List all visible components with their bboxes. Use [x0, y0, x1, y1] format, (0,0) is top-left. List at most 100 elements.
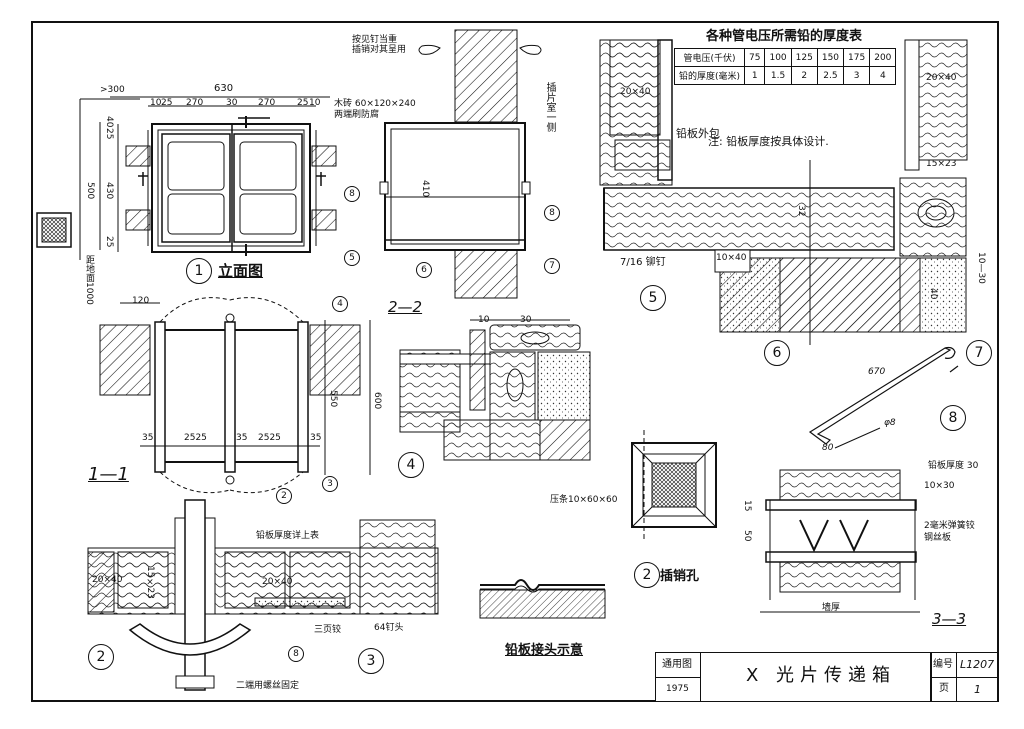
cell: 125	[790, 48, 818, 67]
dim-2525a: 2525	[184, 433, 207, 443]
callout-3-bottom: 3	[358, 648, 384, 674]
lead-joint-label: 铅板接头示意	[505, 643, 584, 658]
dim-30-top: 30	[520, 315, 532, 325]
callout-small-8a: 8	[344, 186, 360, 202]
sheet-border	[31, 21, 999, 702]
dim-50: 50	[742, 530, 752, 542]
elevation-label: 立面图	[218, 262, 264, 280]
callout-small-8c: 8	[288, 646, 304, 662]
note-wood-strip-b: 两端刷防腐	[334, 110, 380, 120]
wall-thickness: 墙厚	[822, 603, 841, 613]
detail-5-6	[599, 39, 968, 345]
section-1-1-label: 1—1	[88, 464, 129, 485]
side-section	[379, 29, 542, 299]
plug-hole-detail	[631, 430, 717, 540]
title-block: 通用图 1975 X 光片传递箱 编号 L1207 页 1	[655, 652, 998, 702]
callout-2-section: 2	[634, 562, 660, 588]
callout-small-6: 6	[416, 262, 432, 278]
title-page-label: 页	[939, 683, 949, 694]
cell: 2	[790, 66, 818, 85]
cell: 200	[869, 48, 897, 67]
dim-35b: 35	[236, 433, 248, 443]
cell: 2.5	[816, 66, 845, 85]
title-year: 1975	[666, 684, 689, 694]
dim-40-right: 40	[928, 288, 938, 300]
dim-25c: 25	[104, 236, 114, 248]
note-10x30: 10×30	[924, 481, 955, 491]
lead-joint-detail	[479, 579, 606, 619]
table-row: 管电压(千伏) 75 100 125 150 175 200	[673, 48, 897, 67]
small-box-icon	[36, 212, 72, 248]
drawing-title: X 光片传递箱	[746, 665, 897, 686]
callout-small-7: 7	[544, 258, 560, 274]
cell: 3	[843, 66, 871, 85]
section-2-2	[399, 319, 591, 461]
title-number: L1207	[960, 658, 995, 671]
callout-2-bottom: 2	[88, 644, 114, 670]
note-spring-hinge-b: 钢丝板	[924, 533, 952, 543]
dim-30: 30	[226, 98, 238, 108]
dim-270b: 270	[258, 98, 276, 108]
note-wood-strip: 木砖 60×120×240	[334, 99, 416, 109]
dim-600: 600	[372, 392, 382, 410]
callout-elevation: 1	[186, 258, 212, 284]
callout-5: 5	[640, 285, 666, 311]
dim-20x40d: 20×40	[262, 577, 293, 587]
dim-20x40c: 20×40	[92, 575, 123, 585]
dim-430: 430	[104, 182, 114, 200]
dim-2525b: 2525	[258, 433, 281, 443]
note-d10-30: 10—30	[976, 252, 986, 284]
cell: 175	[843, 48, 871, 67]
dim-25a: 25	[104, 128, 114, 140]
hinge-detail-2-3	[87, 499, 439, 691]
dim-40: 40	[104, 116, 114, 128]
callout-small-3: 3	[322, 476, 338, 492]
table-note: 注: 铅板厚度按具体设计.	[708, 135, 829, 148]
table-title: 各种管电压所需铅的厚度表	[706, 29, 863, 44]
callout-4: 4	[398, 452, 424, 478]
dim-35c: 35	[310, 433, 322, 443]
note-nail-64: 64钉头	[374, 623, 404, 633]
dim-670: 670	[868, 367, 886, 377]
dim-630: 630	[214, 83, 234, 94]
dim-410: 410	[420, 180, 430, 198]
dim-80: 80	[822, 443, 834, 453]
note-lead-thickness: 铅板厚度详上表	[256, 531, 320, 541]
callout-small-2: 2	[276, 488, 292, 504]
note-pressure-strip: 压条10×60×60	[550, 495, 618, 505]
callout-small-4: 4	[332, 296, 348, 312]
note-insert-side: 插片室一侧	[544, 82, 555, 132]
note-lead-top: 铅板厚度 30	[928, 461, 979, 471]
row1-label: 管电压(千伏)	[673, 48, 746, 67]
note-pivot-b: 插销对其呈用	[352, 45, 407, 55]
elevation-view	[79, 96, 337, 260]
cell: 75	[744, 48, 766, 67]
dim-32: 32	[796, 205, 806, 217]
floor-distance: 距地面1000	[84, 255, 94, 305]
dim-d25: 25	[161, 98, 173, 108]
dim-10x40: 10×40	[716, 253, 747, 263]
note-triple-hinge: 三页铰	[314, 625, 342, 635]
dim-20x40b: 20×40	[926, 73, 957, 83]
dim-120: 120	[132, 296, 150, 306]
cell: 100	[764, 48, 792, 67]
dim-15x23: 15×23	[926, 159, 957, 169]
title-page: 1	[974, 683, 981, 696]
title-number-label: 编号	[933, 659, 953, 670]
cell: 150	[816, 48, 845, 67]
dim-d10: 10	[150, 98, 162, 108]
dim-500: 500	[85, 182, 95, 200]
callout-8: 8	[940, 405, 966, 431]
lead-strip-detail	[808, 346, 959, 449]
title-applicable: 通用图	[662, 659, 692, 670]
dim-270a: 270	[186, 98, 204, 108]
dim-gt300: >300	[100, 85, 125, 95]
dim-15: 15	[742, 500, 752, 512]
cell: 4	[869, 66, 897, 85]
note-bolt: 二端用螺丝固定	[236, 681, 300, 691]
note-spring-hinge: 2毫米弹簧铰	[924, 521, 975, 531]
dim-35a: 35	[142, 433, 154, 443]
callout-7: 7	[966, 340, 992, 366]
plug-hole-label: 插销孔	[660, 569, 700, 584]
